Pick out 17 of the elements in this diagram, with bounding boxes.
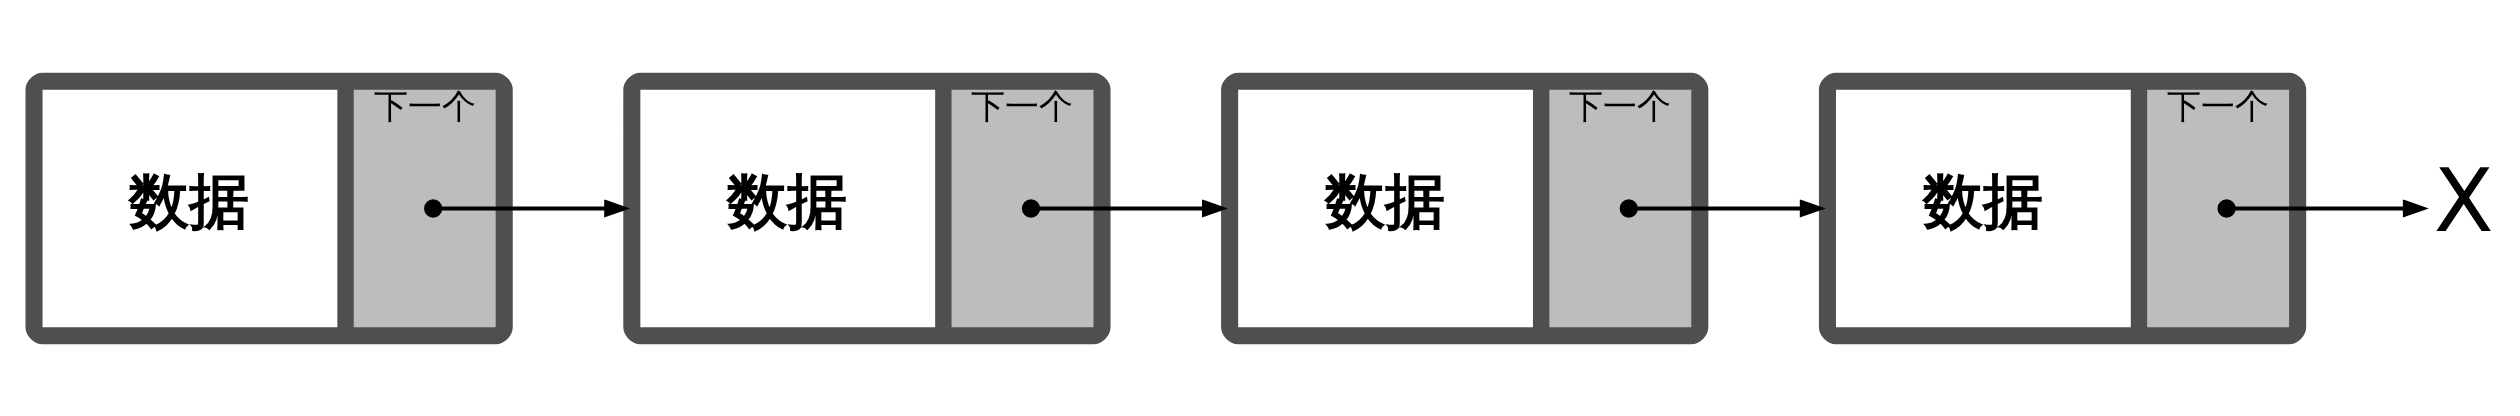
arrow xyxy=(1021,198,1228,218)
cluster xyxy=(1221,72,1709,344)
node-box: 数据 xyxy=(1238,89,1533,327)
node-text: X xyxy=(2433,149,2494,252)
arrow xyxy=(2217,198,2429,218)
node-box: 下一个 xyxy=(1549,89,1692,327)
cluster xyxy=(623,72,1111,344)
cluster xyxy=(1818,72,2307,344)
cluster xyxy=(25,72,513,344)
node-box: 下一个 xyxy=(353,89,496,327)
node-box: 数据 xyxy=(42,89,338,327)
node-box: 下一个 xyxy=(951,89,1094,327)
arrow xyxy=(424,198,631,218)
node-box: 数据 xyxy=(1835,89,2131,327)
node-box: 数据 xyxy=(640,89,936,327)
arrow xyxy=(1619,198,1826,218)
node-box: 下一个 xyxy=(2147,89,2290,327)
